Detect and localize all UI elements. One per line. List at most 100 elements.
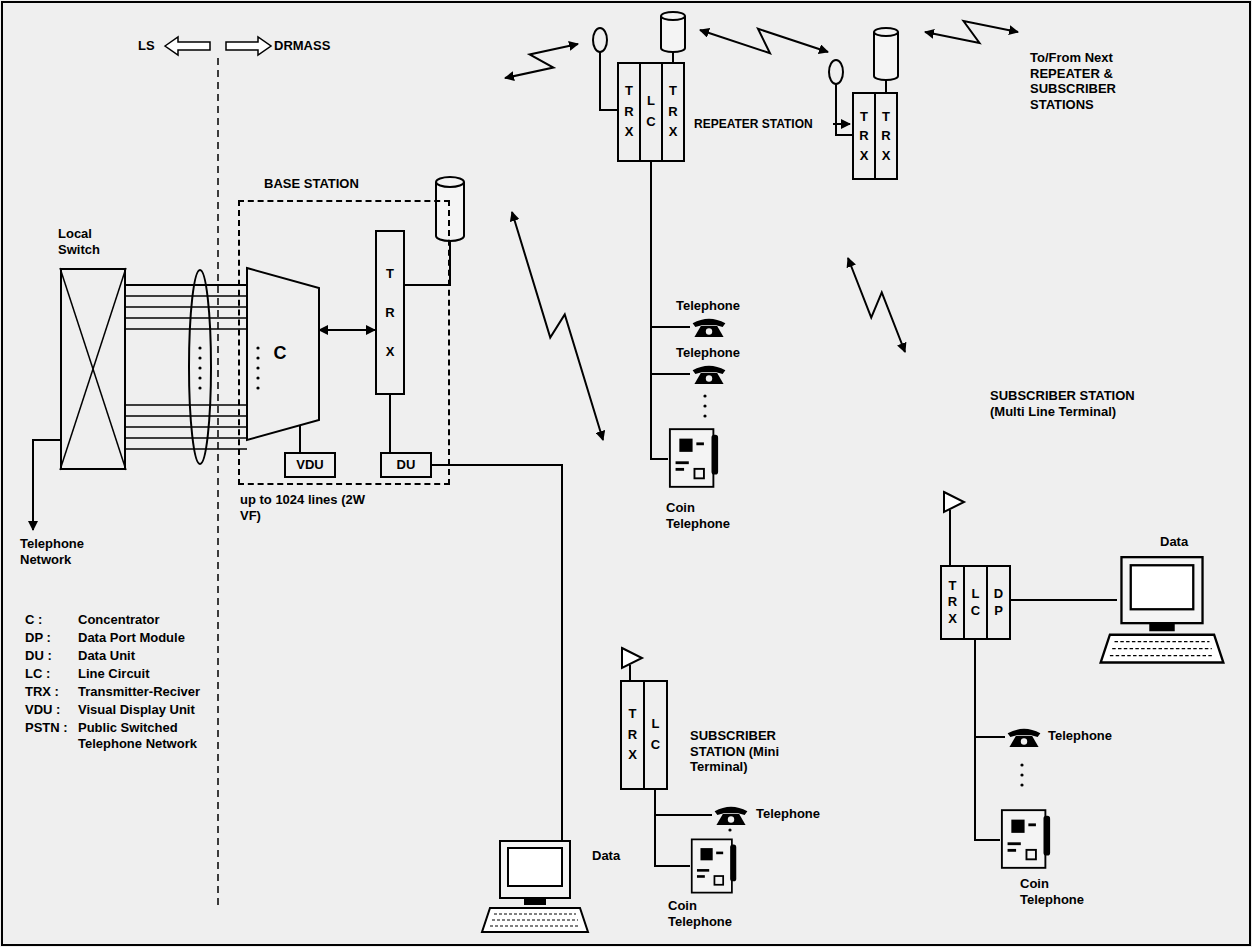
connector [319,329,375,331]
drawing-part [256,366,259,369]
abbreviation-text: C : [25,612,42,628]
drawing-part [693,319,726,337]
drawing-part [482,841,588,932]
drawing-part [436,177,464,187]
drawing-part [126,295,247,297]
drawing-part [703,414,706,417]
abbreviation-text: Transmitter-Reciver [78,684,238,700]
drawing-part [198,346,259,389]
concentrator-outline [247,268,319,440]
drawing-part [198,356,201,359]
drawing-part [692,839,737,892]
abbreviation-text: PSTN : [25,720,68,736]
node-label: TRX [384,254,397,371]
drawing-part [661,12,685,20]
drawing-part [622,648,642,668]
connector [389,395,391,452]
drawing-part [1002,810,1050,868]
drawing-part [198,346,201,349]
module-box: DP [986,565,1011,640]
annotation-label: REPEATER STATION [694,117,813,131]
drawing-part [655,814,712,816]
node-label: TRX [880,107,893,166]
abbreviation-text: DU : [25,648,52,664]
drawing-part [1020,783,1023,786]
node-label: LC [649,714,662,756]
drawing-part [661,16,685,52]
radio-link [512,212,603,440]
drawing-part [405,241,450,285]
drawing-part [949,510,951,565]
drawing-part [126,328,247,330]
annotation-label: To/From Next REPEATER & SUBSCRIBER STATI… [1030,50,1145,112]
drawing-part [651,162,668,459]
drawing-part [874,28,898,36]
module-box: TRX [661,62,685,162]
drawing-part [1101,557,1224,662]
abbreviation-text: DP : [25,630,51,646]
drawing-part [33,440,60,530]
radio-link [848,258,905,352]
drawing-part [256,356,259,359]
drawing-part [651,373,690,375]
drawing-part [436,182,464,241]
annotation-label: Data [1160,534,1188,550]
drawing-part [728,828,731,831]
abbreviation-text: TRX : [25,684,59,700]
node-label: TRX [623,81,636,143]
drawing-part [975,640,1000,840]
drawing-part [126,448,247,450]
drawing-part [217,58,219,905]
drawing-part [198,366,201,369]
radio-link [505,44,578,78]
drawing-part [600,52,617,110]
drawing-part [829,60,843,84]
abbreviation-text: Visual Display Unit [78,702,238,718]
drawing-part [715,807,748,825]
radio-link [700,29,828,53]
node-label: LC [645,91,658,133]
node-label: TRX [946,578,959,627]
drawing-part [693,366,726,384]
drawing-part [833,123,850,125]
drawing-part [405,28,1117,866]
node-label: LC [969,586,982,619]
annotation-label: up to 1024 lines (2W VF) [240,492,370,523]
annotation-label: Telephone [756,806,820,822]
node-label: C [274,343,287,365]
drawing-part [703,394,1023,831]
node-label: BASE STATION [264,176,359,192]
drawing-part [126,426,247,428]
drawing-part [60,268,126,470]
annotation-label: Data [592,848,620,864]
module-box: TRX [874,92,898,180]
drawing-part [629,665,631,680]
drawing-part [432,465,562,841]
annotation-label: DRMASS [274,38,330,54]
drawing-part [198,386,201,389]
drawing-part [670,429,718,487]
connector [126,284,247,286]
abbreviation-text: Data Unit [78,648,238,664]
node-label: DP [992,586,1005,619]
node-label: DU [397,457,416,473]
annotation-label: SUBSCRIBER STATION (Mini Terminal) [690,728,810,775]
drawing-part [165,37,210,55]
abbreviation-text: Public Switched Telephone Network [78,720,238,751]
drawing-part [126,306,247,308]
drawing-part [256,386,259,389]
annotation-label: SUBSCRIBER STATION (Multi Line Terminal) [990,388,1150,419]
annotation-label: Telephone [676,298,740,314]
drawing-part [126,317,247,319]
annotation-label: Coin Telephone [1020,876,1100,907]
drawing-part [198,376,201,379]
node-label: TRX [858,107,871,166]
drawing-part [60,268,126,470]
module-box: LC [963,565,988,640]
station-region: BASE STATIONCTRXVDUDU [238,200,450,485]
drawing-part [126,415,247,417]
abbreviation-text: Line Circuit [78,666,238,682]
drawing-part [256,376,259,379]
